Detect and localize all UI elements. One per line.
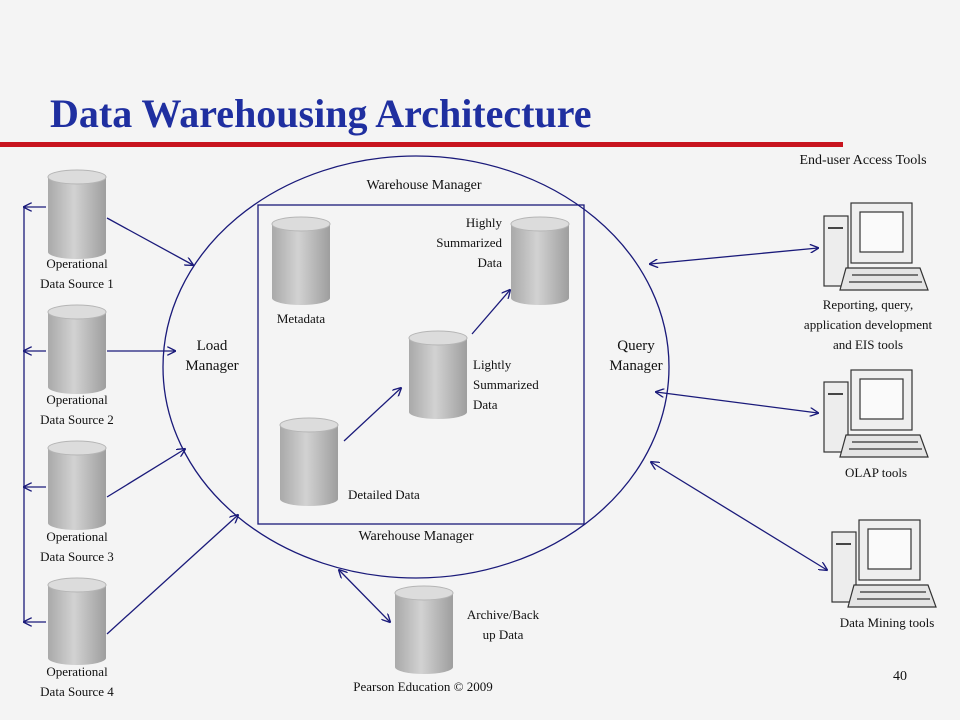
lightly-summarized-cylinder [408, 330, 468, 419]
metadata-label: Metadata [276, 311, 326, 326]
operational-source-3-cylinder [47, 440, 107, 530]
summarization-arrows [343, 290, 510, 442]
detailed-data-label: Detailed Data [348, 487, 420, 502]
data-mining-computer-icon [831, 519, 937, 608]
metadata-cylinder [271, 216, 331, 305]
source-3-label: Operational Data Source 3 [40, 529, 114, 564]
warehouse-ellipse [162, 155, 670, 579]
source-1-label: Operational Data Source 1 [40, 256, 114, 291]
warehouse-manager-top-label: Warehouse Manager [366, 178, 482, 193]
source-to-load-arrows [106, 217, 238, 635]
source-2-label: Operational Data Source 2 [40, 392, 114, 427]
footer-credit: Pearson Education © 2009 [353, 679, 493, 694]
lightly-summarized-label: Lightly Summarized Data [473, 357, 539, 412]
data-mining-tools-label: Data Mining tools [839, 615, 935, 630]
operational-source-2-cylinder [47, 304, 107, 394]
highly-summarized-cylinder [510, 216, 570, 305]
archive-label: Archive/Back up Data [466, 607, 540, 642]
operational-source-1-cylinder [47, 169, 107, 259]
load-manager-label: Load Manager [185, 338, 239, 374]
archive-cylinder [394, 585, 454, 674]
tools-heading: End-user Access Tools [799, 153, 927, 168]
page-number: 40 [893, 669, 907, 684]
operational-source-4-cylinder [47, 577, 107, 665]
detailed-data-cylinder [279, 417, 339, 506]
slide-title: Data Warehousing Architecture [50, 91, 592, 136]
source-4-label: Operational Data Source 4 [40, 664, 114, 699]
bus-arrows [24, 207, 46, 622]
archive-arrow [339, 570, 390, 622]
query-to-tools-arrows [650, 248, 827, 570]
highly-summarized-label: Highly Summarized Data [436, 215, 502, 270]
olap-tools-label: OLAP tools [845, 465, 907, 480]
olap-computer-icon [823, 369, 929, 458]
reporting-tools-label: Reporting, query, application developmen… [803, 297, 933, 352]
warehouse-box [257, 204, 585, 525]
warehouse-manager-bottom-label: Warehouse Manager [358, 529, 474, 544]
query-manager-label: Query Manager [609, 338, 663, 374]
reporting-computer-icon [823, 202, 929, 291]
title-underline [0, 142, 843, 147]
